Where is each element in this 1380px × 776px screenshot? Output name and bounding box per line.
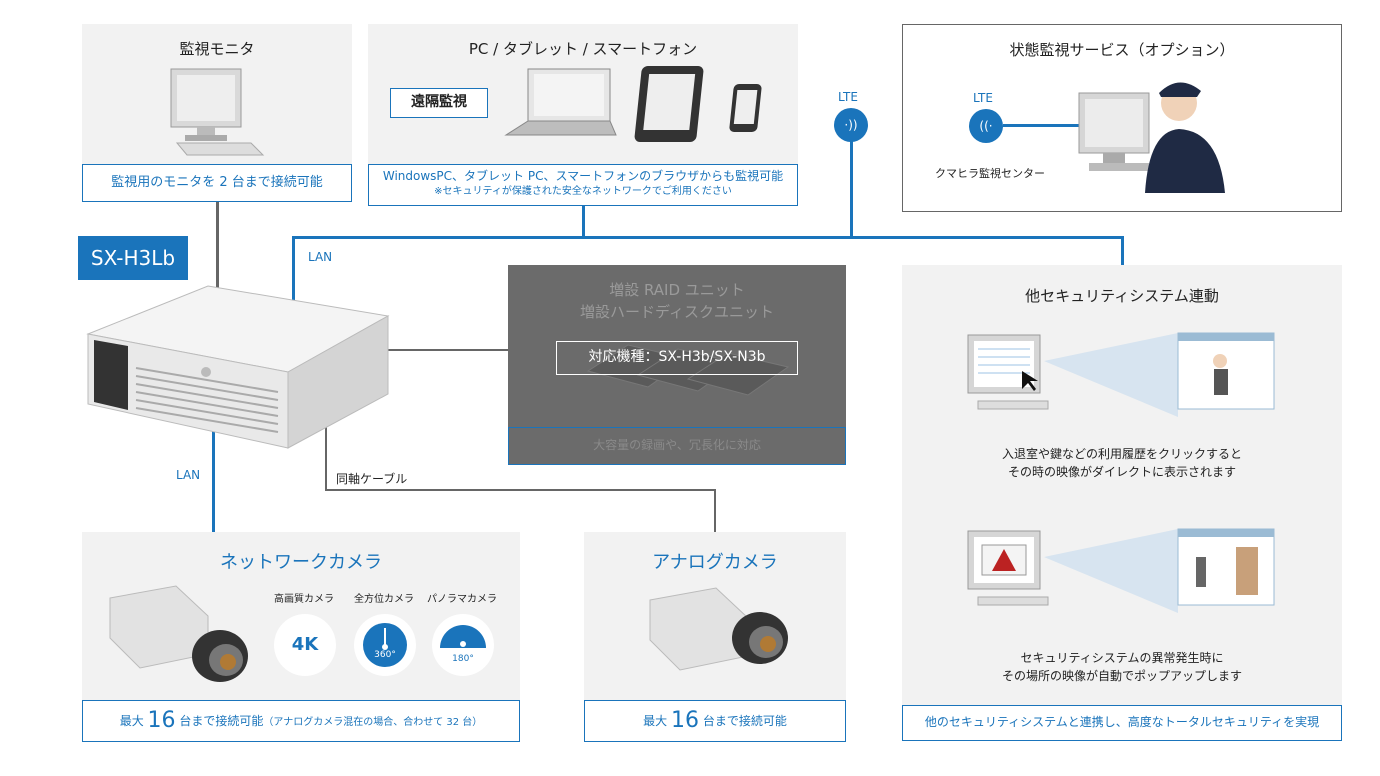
remote-caption-line2: ※セキュリティが保護された安全なネットワークでご利用ください	[434, 186, 732, 197]
lan-to-security	[1121, 236, 1124, 266]
status-center-label: クマヒラ監視センター	[935, 167, 1045, 180]
lan-to-netcam	[212, 428, 215, 532]
security-desc1-line1: 入退室や鍵などの利用履歴をクリックすると	[1001, 447, 1242, 461]
status-lte-icon: ((·	[969, 109, 1003, 143]
lan-bus	[292, 236, 1124, 239]
monitor-cable	[216, 200, 219, 290]
lan-label-top: LAN	[308, 250, 333, 264]
status-lte-line	[1003, 124, 1087, 127]
recorder-device	[86, 285, 390, 449]
access-log-scene	[967, 332, 1275, 417]
netcam-type-1-label: 全方位カメラ	[354, 594, 414, 605]
netcam-type-0-label: 高画質カメラ	[274, 594, 334, 605]
monitor-caption: 監視用のモニタを 2 台まで接続可能	[82, 164, 352, 202]
security-desc2-line2: その場所の映像が自動でポップアップします	[1001, 669, 1242, 683]
lte-top-label: LTE	[838, 90, 858, 104]
raid-panel: 増設 RAID ユニット 増設ハードディスクユニット 対応機種：SX-H3b/S…	[508, 265, 846, 465]
lan-label-left: LAN	[176, 468, 201, 482]
remote-caption-line1: WindowsPC、タブレット PC、スマートフォンのブラウザからも監視可能	[382, 169, 784, 183]
coax-label: 同軸ケーブル	[336, 472, 408, 486]
operator-icon	[1078, 82, 1225, 193]
netcam-cap-note: （アナログカメラ混在の場合、合わせて 32 台）	[263, 717, 483, 728]
netcam-cap-post: 台まで接続可能	[179, 714, 264, 728]
monitor-title: 監視モニタ	[179, 40, 255, 58]
security-caption: 他のセキュリティシステムと連携し、高度なトータルセキュリティを実現	[902, 705, 1342, 741]
raid-models: 対応機種：SX-H3b/SX-N3b	[556, 341, 798, 375]
netcam-type-2-label: パノラマカメラ	[427, 594, 497, 605]
security-desc2-line1: セキュリティシステムの異常発生時に	[1020, 651, 1224, 665]
lan-to-device	[292, 236, 295, 300]
lte-drop	[850, 140, 853, 238]
netcam-panel: ネットワークカメラ 高画質カメラ 全方位カメラ パノラマカメラ 4K 360° …	[82, 532, 520, 742]
status-lte-label: LTE	[973, 91, 993, 105]
netcam-360-value: 360°	[374, 650, 396, 660]
panorama-icon	[440, 625, 486, 648]
remote-panel: PC / タブレット / スマートフォン 遠隔監視 WindowsPC、タブレッ…	[368, 24, 798, 206]
coax-cable-v1	[325, 412, 327, 490]
raid-caption: 大容量の録画や、冗長化に対応	[508, 427, 846, 465]
security-title: 他セキュリティシステム連動	[1025, 287, 1219, 305]
monitor-icon	[170, 68, 265, 156]
coax-cable-v2	[714, 489, 716, 533]
omnidirectional-icon	[363, 623, 407, 667]
raid-cable	[385, 349, 510, 351]
netcam-4k-badge: 4K	[274, 614, 336, 676]
netcam-cap-pre: 最大	[119, 714, 144, 728]
security-panel: 他セキュリティシステム連動 入退室や鍵などの利用履歴をクリックすると その時の映…	[902, 265, 1342, 741]
remote-title: PC / タブレット / スマートフォン	[468, 40, 698, 58]
tablet-icon	[634, 66, 704, 142]
box-camera-icon	[109, 585, 248, 682]
anacam-panel: アナログカメラ 最大 16 台まで接続可能	[584, 532, 846, 742]
remote-badge: 遠隔監視	[390, 88, 488, 118]
status-panel: 状態監視サービス（オプション） LTE ((· クマヒラ監視センター	[902, 24, 1342, 212]
netcam-title: ネットワークカメラ	[220, 552, 382, 573]
netcam-360-badge: 360°	[354, 614, 416, 676]
status-title: 状態監視サービス（オプション）	[1009, 41, 1235, 59]
remote-caption: WindowsPC、タブレット PC、スマートフォンのブラウザからも監視可能 ※…	[368, 164, 798, 206]
anacam-caption: 最大 16 台まで接続可能	[584, 700, 846, 742]
netcam-180-value: 180°	[452, 654, 474, 664]
anacam-cap-post: 台まで接続可能	[702, 714, 787, 728]
lte-top-icon: ·))	[834, 108, 868, 142]
smartphone-icon	[729, 84, 762, 132]
laptop-icon	[504, 68, 617, 136]
monitor-panel: 監視モニタ 監視用のモニタを 2 台まで接続可能	[82, 24, 352, 202]
anacam-title: アナログカメラ	[652, 552, 778, 573]
coax-cable-h	[325, 489, 716, 491]
anacam-cap-pre: 最大	[643, 714, 668, 728]
netcam-cap-num: 16	[147, 708, 176, 733]
raid-line1: 増設 RAID ユニット	[609, 281, 745, 299]
raid-units-icon	[586, 344, 790, 396]
analog-camera-icon	[649, 587, 788, 671]
raid-line2: 増設ハードディスクユニット	[580, 303, 774, 321]
alarm-popup-scene	[967, 528, 1275, 613]
lan-to-remote	[582, 206, 585, 238]
security-desc1-line2: その時の映像がダイレクトに表示されます	[1007, 465, 1236, 479]
anacam-cap-num: 16	[671, 708, 699, 733]
netcam-caption: 最大 16 台まで接続可能（アナログカメラ混在の場合、合わせて 32 台）	[82, 700, 520, 742]
device-model-badge: SX-H3Lb	[78, 236, 188, 280]
netcam-180-badge: 180°	[432, 614, 494, 676]
